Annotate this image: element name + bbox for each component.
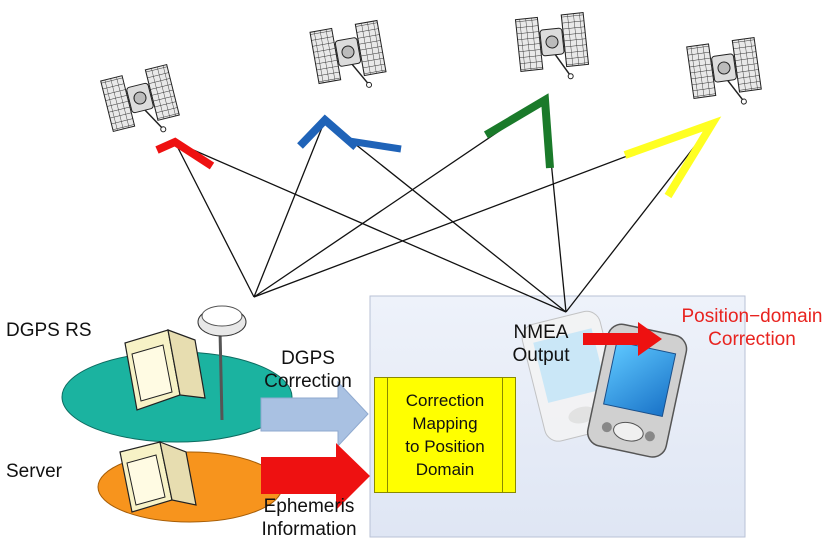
ephemeris-line-2: Information <box>261 519 357 540</box>
nmea-line-1: NMEA <box>513 322 569 343</box>
gps-antenna-icon <box>197 305 247 421</box>
correction-mapping-box: Correction Mapping to Position Domain <box>374 377 516 493</box>
position-domain-line-2: Correction <box>708 329 796 350</box>
ephemeris-label: Ephemeris Information <box>248 495 370 541</box>
mapping-line-4: Domain <box>415 460 475 479</box>
dgps-correction-label: DGPS Correction <box>252 347 364 393</box>
nmea-line-2: Output <box>512 345 570 366</box>
position-correction-arrow <box>583 322 662 356</box>
dgps-computer-icon <box>124 329 206 411</box>
dgps-correction-line-1: DGPS <box>281 348 335 369</box>
beam-green <box>483 93 554 169</box>
nmea-output-label: NMEA Output <box>496 321 586 367</box>
server-label: Server <box>6 461 62 482</box>
dgps-correction-line-2: Correction <box>264 371 352 392</box>
ephemeris-line-1: Ephemeris <box>263 496 355 517</box>
signal-lines <box>174 99 713 313</box>
server-computer-icon <box>119 441 197 513</box>
mapping-line-2: Mapping <box>412 414 478 433</box>
mapping-line-3: to Position <box>405 437 485 456</box>
dgps-correction-arrow <box>260 380 369 448</box>
beam-yellow <box>623 116 722 199</box>
beam-blue-ext <box>348 137 402 153</box>
beam-blue <box>297 114 359 151</box>
satellite-2-icon <box>309 19 390 97</box>
position-domain-label: Position−domain Correction <box>676 305 828 351</box>
pda-corrected-icon <box>586 323 688 458</box>
satellite-1-icon <box>99 63 184 145</box>
beam-red <box>155 137 215 170</box>
dgps-rs-label: DGPS RS <box>6 320 92 341</box>
position-domain-line-1: Position−domain <box>681 306 823 327</box>
satellite-beams <box>155 93 722 199</box>
ephemeris-arrow <box>261 443 370 510</box>
satellite-4-icon <box>685 36 765 112</box>
satellite-3-icon <box>514 11 591 85</box>
mapping-line-1: Correction <box>405 391 485 410</box>
